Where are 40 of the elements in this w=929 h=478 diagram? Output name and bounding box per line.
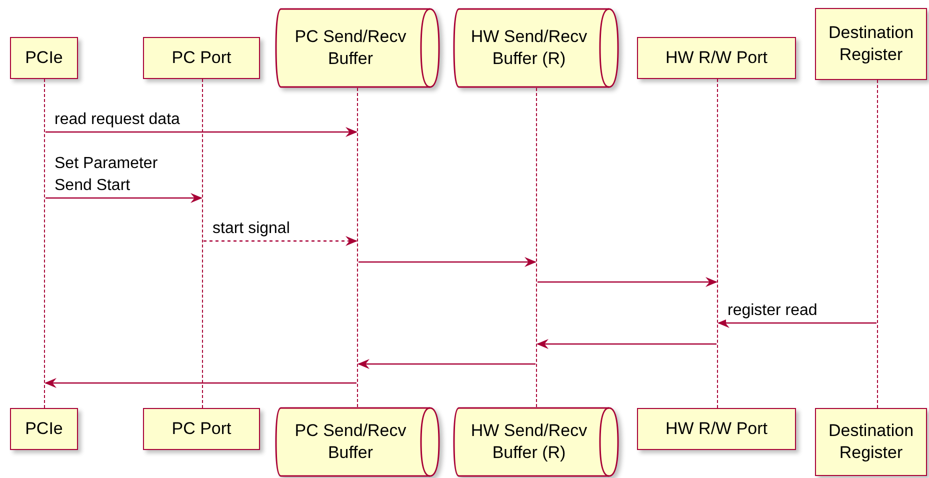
- participant-name: HW R/W Port: [666, 418, 768, 440]
- participant-name: HW Send/Recv Buffer (R): [470, 26, 588, 70]
- queue-participant: [275, 8, 440, 88]
- participant-box: [637, 37, 796, 79]
- queue-participant: [453, 407, 619, 477]
- message-arrow: [46, 193, 202, 203]
- lifeline: [877, 80, 878, 408]
- participant-name: PC Send/Recv Buffer: [294, 26, 408, 70]
- lifeline: [44, 79, 45, 408]
- message-arrow: [358, 257, 536, 267]
- participant-name: PC Port: [172, 47, 232, 69]
- participant-box: [10, 408, 78, 450]
- message-arrow: [204, 236, 358, 246]
- queue-participant: [453, 8, 619, 88]
- participant-name: Destination Register: [827, 420, 915, 464]
- message-arrow: [46, 127, 358, 137]
- queue-participant: [275, 407, 440, 477]
- lifeline: [202, 79, 203, 408]
- participant-name: HW Send/Recv Buffer (R): [470, 420, 588, 464]
- message-arrow: [718, 318, 876, 328]
- lifeline: [536, 88, 537, 407]
- message-arrow: [536, 339, 716, 349]
- participant-box: [10, 37, 78, 79]
- participant-name: PC Send/Recv Buffer: [294, 420, 408, 464]
- participant-box: [143, 37, 260, 79]
- participant-box: [637, 408, 796, 450]
- participant-box: [815, 8, 927, 80]
- message-arrow: [44, 378, 356, 388]
- message-arrow: [358, 359, 536, 369]
- message-label: register read: [726, 300, 820, 322]
- participant-name: PC Port: [172, 418, 232, 440]
- participant-box: [815, 408, 927, 476]
- lifeline: [357, 88, 358, 407]
- participant-name: PCIe: [25, 418, 63, 440]
- message-arrow: [538, 277, 718, 287]
- participant-name: PCIe: [25, 47, 63, 69]
- lifeline: [717, 79, 718, 408]
- participant-name: Destination Register: [827, 22, 915, 66]
- participant-name: HW R/W Port: [666, 47, 768, 69]
- participant-box: [143, 408, 260, 450]
